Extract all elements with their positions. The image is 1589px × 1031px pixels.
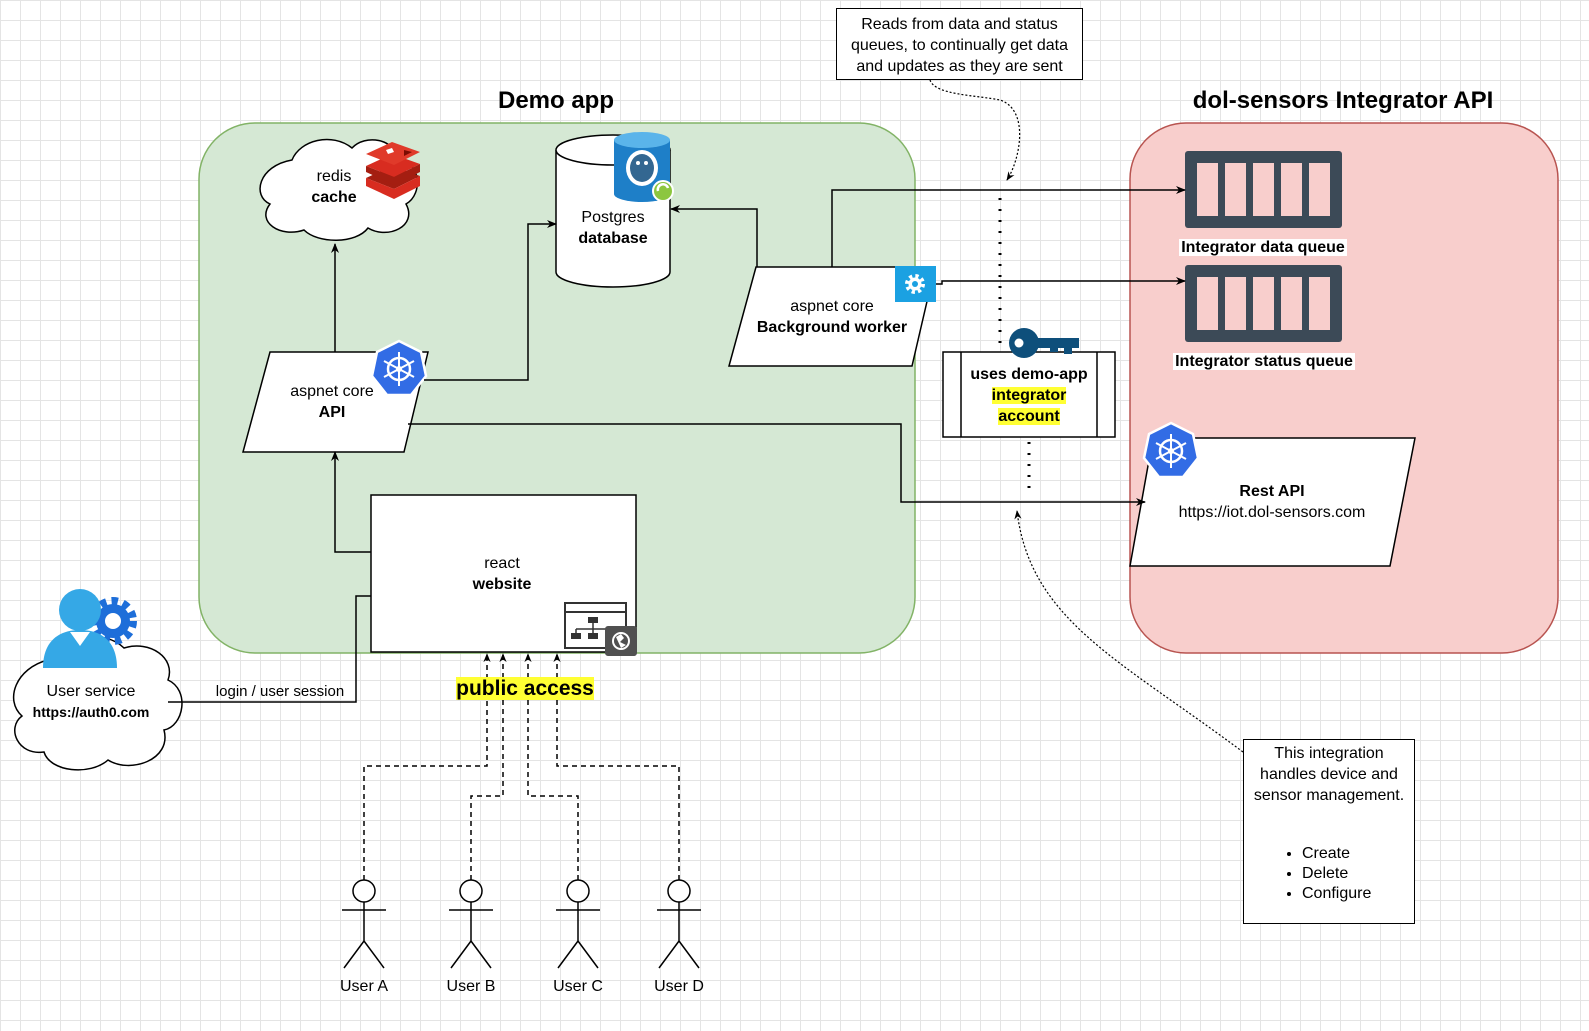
edge-worker-to-data-queue bbox=[831, 186, 1186, 267]
edge-user-d bbox=[553, 653, 680, 880]
integration-note-item-delete: Delete bbox=[1302, 864, 1414, 884]
user-d-label: User D bbox=[654, 978, 704, 995]
reads-note-line1: Reads from data and status bbox=[861, 16, 1058, 33]
postgres-label-line2: database bbox=[578, 230, 648, 247]
postgres-label-line1: Postgres bbox=[581, 209, 645, 226]
reads-note: Reads from data and status queues, to co… bbox=[836, 8, 1083, 80]
edge-user-b bbox=[470, 653, 507, 880]
website-label: react website bbox=[442, 553, 562, 595]
integration-note-connector bbox=[1014, 510, 1244, 753]
integrator-api-title: dol-sensors Integrator API bbox=[1192, 87, 1494, 114]
api-label-line1: aspnet core bbox=[290, 383, 374, 400]
postgres-icon bbox=[614, 132, 674, 202]
sitemap-icon bbox=[564, 602, 637, 656]
actor-user-b bbox=[449, 879, 493, 969]
integration-note-list: Create Delete Configure bbox=[1244, 844, 1414, 904]
edge-worker-to-status-queue bbox=[936, 277, 1186, 285]
edge-website-to-api bbox=[331, 451, 371, 553]
redis-label: redis cache bbox=[284, 166, 384, 208]
integration-note-item-configure: Configure bbox=[1302, 884, 1414, 904]
integration-note: This integration handles device and sens… bbox=[1243, 739, 1415, 924]
key-icon bbox=[1009, 328, 1079, 358]
edge-user-c bbox=[524, 653, 579, 880]
edge-api-to-postgres bbox=[424, 220, 557, 381]
public-access-connectors bbox=[363, 653, 680, 880]
integration-note-line1: This integration bbox=[1274, 745, 1384, 762]
user-service-link: https://auth0.com bbox=[32, 704, 150, 720]
integration-note-line3: sensor management. bbox=[1253, 787, 1405, 804]
redis-icon bbox=[366, 142, 420, 199]
worker-label: aspnet core Background worker bbox=[737, 296, 927, 338]
actor-user-a bbox=[342, 879, 386, 969]
integration-note-line2: handles device and bbox=[1260, 766, 1398, 783]
reads-note-line2: queues, to continually get data bbox=[850, 37, 1069, 54]
gear-icon bbox=[895, 266, 936, 302]
user-figures bbox=[342, 879, 701, 969]
user-c-label: User C bbox=[553, 978, 603, 995]
status-queue-label: Integrator status queue bbox=[1154, 351, 1374, 372]
worker-label-line1: aspnet core bbox=[790, 298, 874, 315]
kubernetes-icon-api bbox=[370, 339, 428, 397]
public-access-label-text: public access bbox=[456, 677, 594, 700]
user-a-label: User A bbox=[339, 978, 388, 995]
demo-app-title: Demo app bbox=[497, 87, 614, 114]
edge-user-a bbox=[363, 653, 491, 880]
user-b-label: User B bbox=[446, 978, 496, 995]
user-service-cloud bbox=[12, 635, 183, 771]
account-label-line3: account bbox=[998, 408, 1060, 425]
rest-api-label-line2: https://iot.dol-sensors.com bbox=[1178, 504, 1366, 521]
integration-note-item-create: Create bbox=[1302, 844, 1414, 864]
edge-worker-to-postgres bbox=[670, 205, 758, 267]
data-queue-label-text: Integrator data queue bbox=[1179, 239, 1347, 256]
postgres-label: Postgres database bbox=[557, 207, 669, 249]
website-label-line2: website bbox=[472, 576, 532, 593]
rest-api-shape bbox=[1129, 437, 1416, 567]
status-queue-icon bbox=[1185, 265, 1342, 342]
status-queue-label-text: Integrator status queue bbox=[1173, 353, 1355, 370]
rest-api-label-line1: Rest API bbox=[1239, 483, 1305, 500]
account-label-line2: integrator bbox=[991, 387, 1067, 404]
rest-api-label: Rest API https://iot.dol-sensors.com bbox=[1160, 481, 1384, 523]
worker-label-line2: Background worker bbox=[756, 319, 908, 336]
api-label: aspnet core API bbox=[262, 381, 402, 423]
edge-api-to-rest-api bbox=[408, 423, 1146, 506]
kubernetes-icon-rest-api bbox=[1142, 421, 1200, 479]
public-access-label: public access bbox=[440, 676, 610, 702]
reads-note-line3: and updates as they are sent bbox=[856, 58, 1063, 75]
api-label-line2: API bbox=[318, 404, 346, 421]
edge-user-service-to-website bbox=[168, 595, 371, 703]
login-edge-label: login / user session bbox=[215, 683, 345, 700]
annotations bbox=[929, 79, 1244, 753]
website-label-line1: react bbox=[484, 555, 520, 572]
data-queue-label: Integrator data queue bbox=[1163, 237, 1363, 258]
account-label: uses demo-app integrator account bbox=[962, 364, 1096, 427]
actor-user-c bbox=[556, 879, 600, 969]
redis-label-line2: cache bbox=[311, 189, 357, 206]
actor-user-d bbox=[657, 879, 701, 969]
user-gear-icon bbox=[43, 589, 137, 668]
user-service-label-line1: User service bbox=[46, 683, 136, 700]
user-service-label: User service https://auth0.com bbox=[16, 681, 166, 723]
redis-label-line1: redis bbox=[316, 168, 352, 185]
data-queue-icon bbox=[1185, 151, 1342, 228]
connectors bbox=[168, 186, 1186, 703]
account-label-line1: uses demo-app bbox=[970, 366, 1088, 383]
reads-note-connector bbox=[929, 79, 1021, 181]
worker-shape bbox=[728, 266, 936, 367]
